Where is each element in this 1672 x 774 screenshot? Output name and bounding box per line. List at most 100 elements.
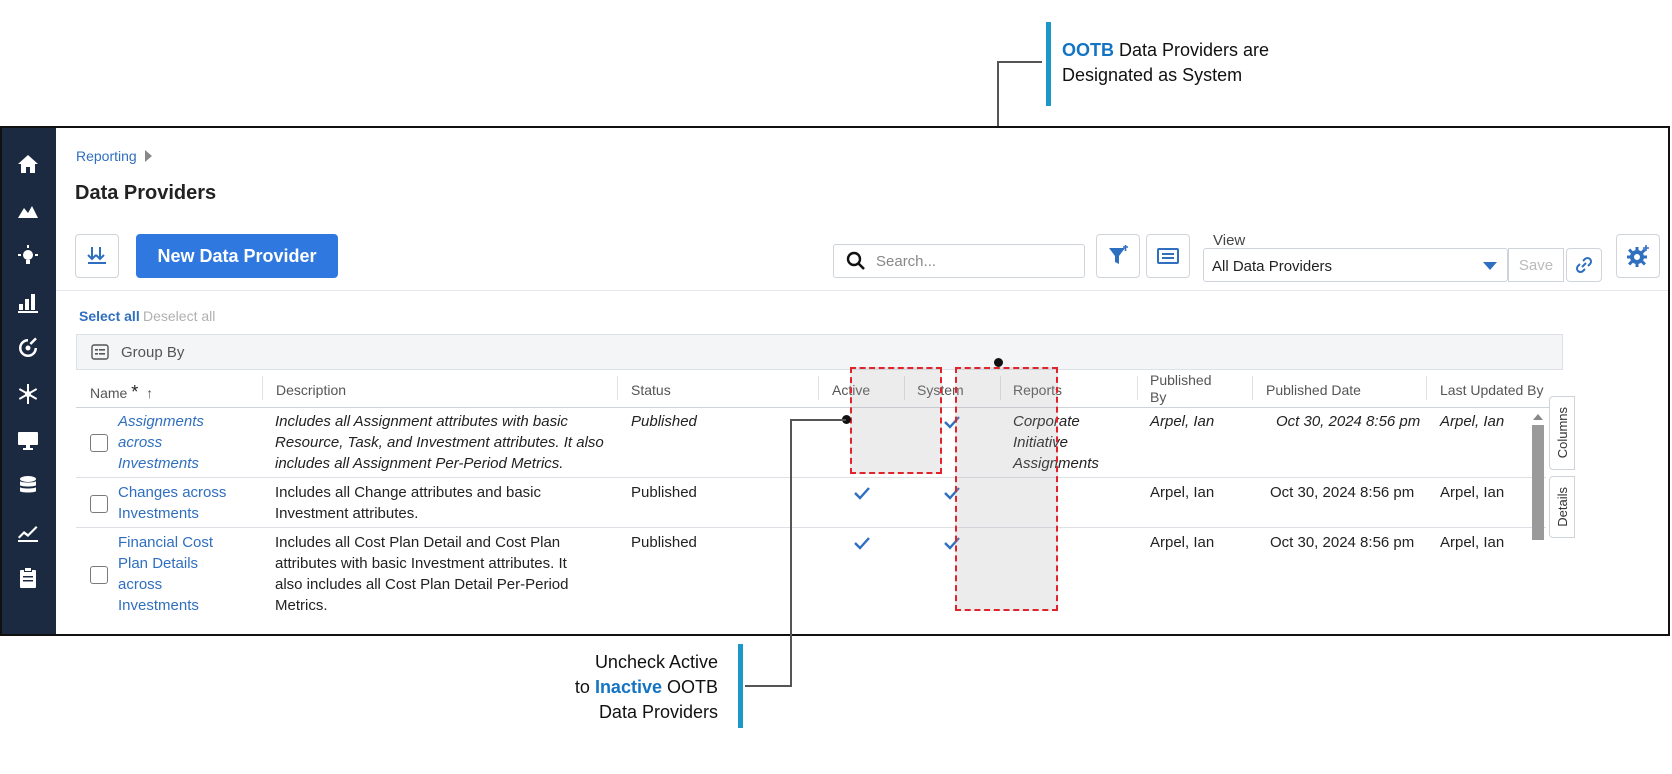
page-title: Data Providers [75,182,217,204]
breadcrumb: Reporting [76,148,152,164]
trend-icon[interactable] [16,520,40,544]
view-select[interactable]: All Data Providers [1203,248,1508,282]
row-description: Includes all Assignment attributes with … [275,413,604,472]
callout-system-note: OOTB Data Providers are Designated as Sy… [1062,40,1270,85]
app-window: Reporting Data Providers New Data Provid… [0,126,1670,636]
column-divider [1426,376,1427,400]
table-header: Name * ↑ Description Status Active Syste… [76,370,1563,408]
row-published-date: Oct 30, 2024 8:56 pm [1270,484,1415,501]
group-by-bar[interactable]: Group By [76,334,1563,370]
leader-line [790,419,846,421]
snowflake-icon[interactable] [16,382,40,406]
col-published-date[interactable]: Published Date [1266,382,1361,398]
system-column-highlight [955,367,1058,611]
breadcrumb-reporting-link[interactable]: Reporting [76,148,137,164]
search-icon [846,251,865,270]
view-value: All Data Providers [1212,258,1333,275]
download-icon [87,247,106,264]
settings-gear-icon [1627,245,1649,267]
leader-line [745,685,792,687]
row-published-by: Arpel, Ian [1150,534,1215,551]
link-button[interactable] [1566,248,1602,282]
search-input[interactable]: Search... [833,244,1085,278]
home-icon[interactable] [16,152,40,176]
col-status[interactable]: Status [631,382,671,398]
active-column-highlight [850,367,942,474]
scroll-up-icon[interactable] [1530,411,1546,423]
leader-dot [994,358,1003,367]
export-button[interactable] [75,234,119,278]
filter-icon [1109,245,1128,264]
chevron-right-icon [144,150,152,162]
row-name-link[interactable]: Changes across Investments [118,484,227,522]
row-reports: Corporate Initiative Assignments [1013,413,1099,472]
row-status: Published [631,484,697,501]
callout-bar-top [1046,22,1051,106]
row-status: Published [631,534,697,551]
row-last-updated-by: Arpel, Ian [1440,484,1505,501]
leader-dot [842,415,851,424]
scrollbar-thumb[interactable] [1532,425,1544,540]
search-placeholder: Search... [876,252,937,270]
column-divider [262,376,263,400]
group-by-icon [91,344,109,360]
divider [56,290,1668,291]
view-label: View [1213,232,1246,249]
row-checkbox[interactable] [90,566,108,584]
row-name-link[interactable]: Assignments across Investments [118,413,204,472]
row-last-updated-by: Arpel, Ian [1440,534,1505,551]
table-row[interactable]: Assignments across Investments Includes … [76,407,1546,478]
active-check-icon [854,537,870,550]
column-divider [818,376,819,400]
main-content: Reporting Data Providers New Data Provid… [56,128,1668,634]
save-view-button[interactable]: Save [1508,248,1564,282]
list-view-button[interactable] [1146,234,1190,278]
clipboard-icon[interactable] [16,566,40,590]
row-checkbox[interactable] [90,434,108,452]
new-data-provider-button[interactable]: New Data Provider [136,234,338,278]
target-icon[interactable] [16,336,40,360]
leader-line [790,419,792,687]
row-checkbox[interactable] [90,495,108,513]
col-last-updated-by[interactable]: Last Updated By [1440,382,1544,398]
callout-bar-bottom [738,644,743,728]
landscape-icon[interactable] [16,198,40,222]
callout-accent-ootb: OOTB [1062,40,1114,60]
column-divider [1137,376,1138,400]
row-published-date: Oct 30, 2024 8:56 pm [1270,534,1415,551]
details-side-tab[interactable]: Details [1549,476,1575,538]
columns-side-tab[interactable]: Columns [1549,396,1575,470]
monitor-icon[interactable] [16,428,40,452]
list-view-icon [1157,248,1179,264]
column-divider [904,376,905,400]
col-description[interactable]: Description [276,382,347,398]
table-row[interactable]: Financial Cost Plan Details across Inves… [76,528,1546,628]
group-by-label: Group By [121,343,185,361]
row-published-by: Arpel, Ian [1150,484,1215,501]
column-divider [1000,376,1001,400]
deselect-all-link[interactable]: Deselect all [143,308,216,324]
row-name-link[interactable]: Financial Cost Plan Details across Inves… [118,534,214,614]
row-last-updated-by: Arpel, Ian [1440,413,1505,430]
caret-down-icon [1483,262,1497,270]
settings-button[interactable] [1616,234,1660,278]
callout-accent-inactive: Inactive [594,677,662,697]
active-check-icon [854,487,870,500]
database-icon[interactable] [16,474,40,498]
sort-ascending-icon[interactable]: ↑ [146,385,154,401]
col-reports[interactable]: Reports [1013,382,1063,398]
nav-rail [2,128,56,634]
link-icon [1575,256,1593,274]
table-row[interactable]: Changes across Investments Includes all … [76,478,1546,528]
lightbulb-icon[interactable] [16,244,40,268]
row-published-by: Arpel, Ian [1150,413,1215,430]
filter-button[interactable] [1096,234,1140,278]
required-asterisk: * [131,382,139,402]
bar-chart-icon[interactable] [16,290,40,314]
col-name[interactable]: Name * ↑ [90,382,154,402]
select-all-link[interactable]: Select all [79,308,140,324]
table-scrollbar[interactable] [1530,407,1546,634]
leader-line [998,61,1042,63]
column-divider [1252,376,1253,400]
